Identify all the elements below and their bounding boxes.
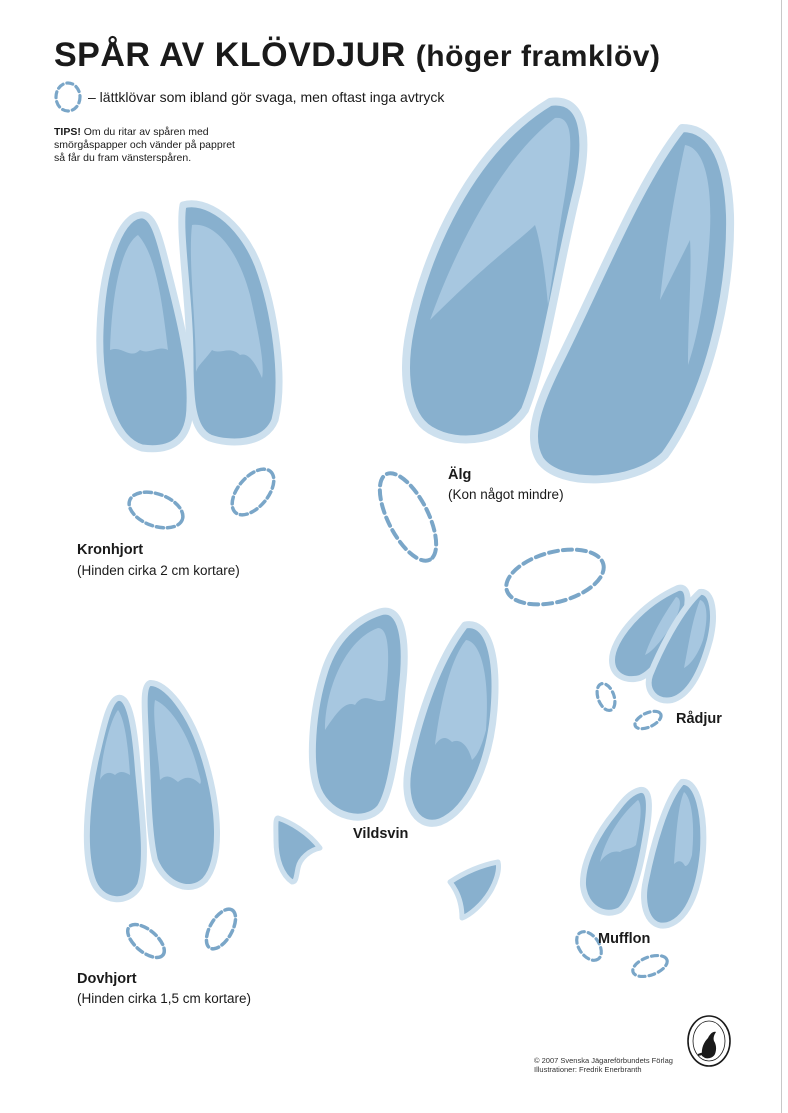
alg-note: (Kon något mindre)	[448, 487, 564, 502]
kronhjort-right-highlight	[190, 224, 263, 378]
title-main: SPÅR AV KLÖVDJUR	[54, 36, 406, 74]
alg-dewclaw-left	[377, 471, 439, 563]
mufflon-right-toe	[641, 779, 707, 929]
kronhjort-note: (Hinden cirka 2 cm kortare)	[77, 563, 240, 578]
tips-text: Om du ritar av spåren med smörgåspapper …	[54, 126, 235, 164]
radjur-name: Rådjur	[676, 711, 722, 727]
legend-dewclaw-icon	[54, 81, 82, 113]
radjur-right-highlight	[684, 600, 707, 668]
alg-dewclaw-right	[504, 547, 606, 607]
credits: © 2007 Svenska Jägareförbundets Förlag I…	[534, 1056, 673, 1074]
kronhjort-left-highlight	[110, 235, 168, 354]
mufflon-right-highlight	[674, 792, 694, 866]
radjur-dewclaw-left	[595, 681, 617, 713]
mufflon-dewclaw-right	[631, 953, 669, 979]
dovhjort-dewclaw-left	[125, 922, 167, 960]
vildsvin-dewclaw-left	[273, 815, 323, 885]
vildsvin-right-highlight	[435, 640, 488, 760]
dovhjort-right-highlight	[154, 700, 201, 784]
dovhjort-note: (Hinden cirka 1,5 cm kortare)	[77, 991, 252, 1006]
dovhjort-name: Dovhjort	[77, 971, 137, 987]
vildsvin-left-highlight	[325, 628, 389, 730]
vildsvin-name: Vildsvin	[353, 826, 409, 842]
credit-line-1: © 2007 Svenska Jägareförbundets Förlag	[534, 1056, 673, 1065]
dovhjort-dewclaw-right	[204, 907, 238, 951]
dovhjort-left-highlight	[100, 710, 130, 780]
kronhjort-dewclaw-left	[127, 490, 185, 530]
kronhjort-name: Kronhjort	[77, 542, 144, 558]
radjur-left-highlight	[645, 597, 680, 655]
dovhjort-track	[83, 680, 238, 960]
alg-left-highlight	[430, 117, 571, 320]
page-title: SPÅR AV KLÖVDJUR (höger framklöv)	[54, 36, 661, 75]
radjur-dewclaw-right	[633, 709, 663, 731]
credit-line-2: Illustrationer: Fredrik Enerbranth	[534, 1065, 642, 1074]
legend-text: – lättklövar som ibland gör svaga, men o…	[88, 89, 445, 105]
vildsvin-dewclaw-right	[447, 859, 501, 921]
tips-box: TIPS! Om du ritar av spåren med smörgåsp…	[54, 126, 239, 165]
dovhjort-left-toe	[83, 694, 147, 903]
mufflon-name: Mufflon	[598, 931, 651, 947]
mufflon-track	[575, 779, 707, 979]
tips-label: TIPS!	[54, 126, 81, 138]
kronhjort-track	[96, 200, 283, 530]
alg-track	[377, 97, 735, 607]
mufflon-left-highlight	[600, 800, 641, 862]
mufflon-dewclaw-left	[575, 930, 603, 962]
vildsvin-track	[273, 607, 501, 921]
alg-name: Älg	[448, 467, 472, 483]
title-sub: (höger framklöv)	[415, 40, 661, 73]
svenska-jagareforbundet-seal-icon	[687, 1015, 731, 1067]
kronhjort-dewclaw-right	[230, 467, 276, 517]
alg-right-highlight	[660, 145, 711, 365]
radjur-track	[595, 584, 716, 731]
page-edge-line	[781, 0, 782, 1113]
